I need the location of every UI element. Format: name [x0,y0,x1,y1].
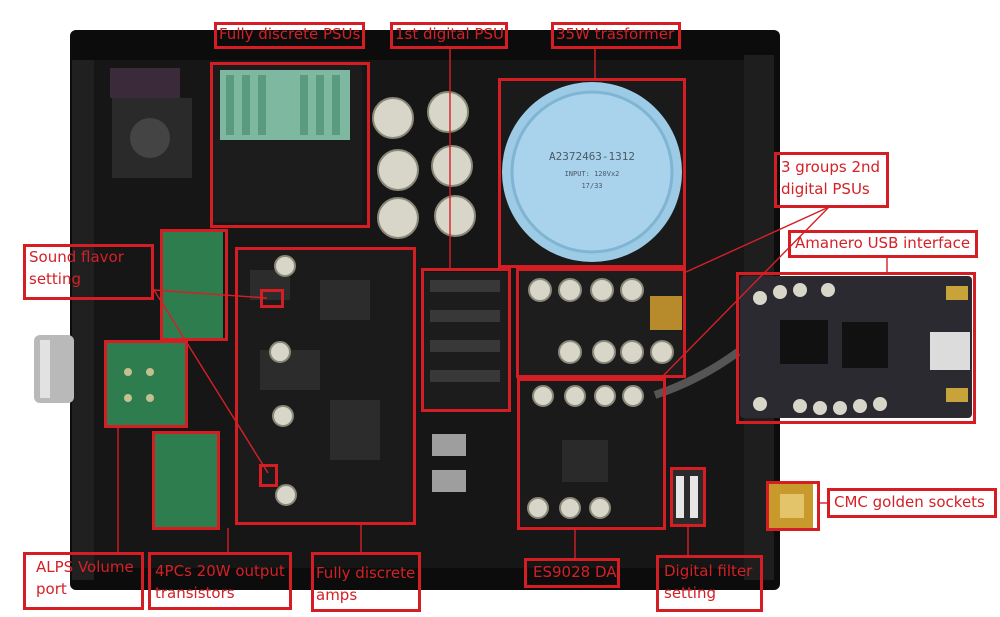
label-fully-discrete-psus: Fully discrete PSUs [219,25,361,43]
psu-heatsink [220,70,350,140]
output-heatsink-bottom [155,433,217,528]
volume-pcb [105,342,187,428]
wiring [110,68,180,98]
transformer-print-3: 17/33 [581,182,602,190]
usb-port [930,332,970,370]
label-amanero: Amanero USB interface [795,234,971,252]
label-box-output-transistors [148,552,292,610]
box-second-digital-psus [516,268,686,378]
label-box-amanero [788,230,978,258]
capacitor-bank [372,91,476,239]
box-sound-flavor-switch-2 [259,464,278,487]
label-first-digital-psu: 1st digital PSU [395,25,504,43]
label-box-second-digital-psus [774,152,889,208]
label-second-digital-psus: 3 groups 2nd digital PSUs [781,158,881,198]
box-output-transistors-top [160,229,228,341]
box-cmc-sockets [766,481,820,531]
box-first-digital-psu [421,268,511,412]
label-cmc-sockets: CMC golden sockets [834,493,985,511]
box-output-transistors-bottom [152,431,220,530]
label-sound-flavor: Sound flavor setting [29,248,124,288]
box-amanero [736,272,976,424]
label-es9028: ES9028 DA [533,563,617,581]
label-box-sound-flavor [23,244,154,300]
box-alps-volume [104,340,188,428]
label-box-fully-discrete-amps [311,552,421,612]
label-box-fully-discrete-psus [214,22,365,49]
box-sound-flavor-switch-1 [260,289,284,308]
box-es9028 [517,378,666,530]
front-panel [72,60,94,580]
label-output-transistors: 4PCs 20W output transistors [155,562,285,602]
transformer-print-2: INPUT: 120Vx2 [565,170,620,178]
transformer-print-1: A2372463-1312 [549,150,635,163]
label-alps-volume: ALPS Volume port [36,558,134,598]
box-transformer [498,78,686,268]
label-box-es9028 [524,558,620,588]
label-box-first-digital-psu [390,22,508,49]
box-fully-discrete-psus [210,62,370,228]
box-digital-filter [670,467,706,527]
label-box-alps-volume [23,552,144,610]
label-digital-filter: Digital filter setting [664,562,753,602]
leader-lines [117,48,888,558]
es9028-chip [562,440,608,482]
label-box-cmc-sockets [827,488,997,518]
header-pins [650,296,682,330]
label-fully-discrete-amps: Fully discrete amps [316,564,416,604]
label-transformer: 35W trasformer [556,25,675,43]
box-fully-discrete-amps [235,247,416,525]
label-box-transformer [551,22,681,49]
label-box-digital-filter [656,555,763,612]
